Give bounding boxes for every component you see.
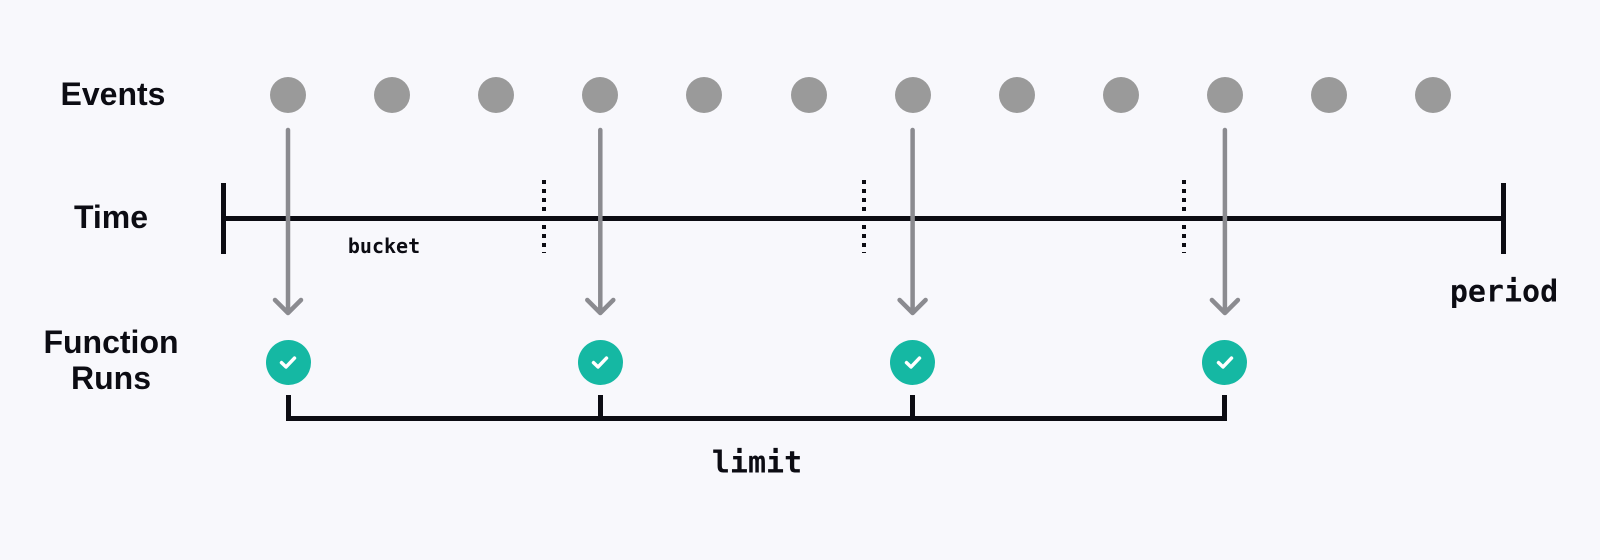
event-down-arrow [897, 127, 928, 316]
bucket-divider-dashed-line [1182, 180, 1186, 253]
event-dot [478, 77, 515, 113]
limit-bracket-tick [597, 395, 603, 421]
event-dot [582, 77, 619, 113]
event-dot [790, 77, 827, 113]
event-down-arrow [272, 127, 304, 316]
event-dot [1206, 77, 1243, 113]
limit-bracket-tick [910, 395, 916, 421]
limit-label: limit [711, 445, 803, 481]
event-dot [1102, 77, 1139, 113]
event-dot [686, 77, 723, 113]
event-dot [1311, 77, 1347, 113]
bucket-label: bucket [347, 234, 421, 258]
event-dot [270, 77, 306, 113]
function-run-badge [265, 339, 311, 385]
function-run-badge [577, 339, 623, 385]
checkmark-icon [1216, 356, 1234, 369]
timeline-start-cap [221, 183, 226, 254]
timeline-end-cap [1501, 183, 1506, 254]
function-runs-row-label: Function Runs [43, 324, 179, 396]
event-dot [1415, 77, 1452, 113]
function-run-badge [890, 339, 936, 385]
event-down-arrow [1209, 127, 1241, 316]
function-run-badge [1202, 339, 1248, 385]
limit-bracket-tick [1222, 395, 1228, 421]
bucket-divider-dashed-line [542, 180, 546, 253]
checkmark-icon [592, 356, 609, 369]
events-row-label: Events [60, 76, 166, 113]
checkmark-icon [279, 356, 297, 369]
checkmark-icon [904, 356, 921, 369]
time-row-label: Time [73, 199, 149, 236]
event-dot [998, 77, 1035, 113]
event-dot [374, 77, 411, 113]
event-dot [894, 77, 931, 113]
limit-bracket-tick [285, 395, 291, 421]
limit-bracket-bar [285, 416, 1228, 421]
period-label: period [1449, 274, 1559, 310]
bucket-divider-dashed-line [862, 180, 866, 253]
event-down-arrow [585, 127, 616, 316]
